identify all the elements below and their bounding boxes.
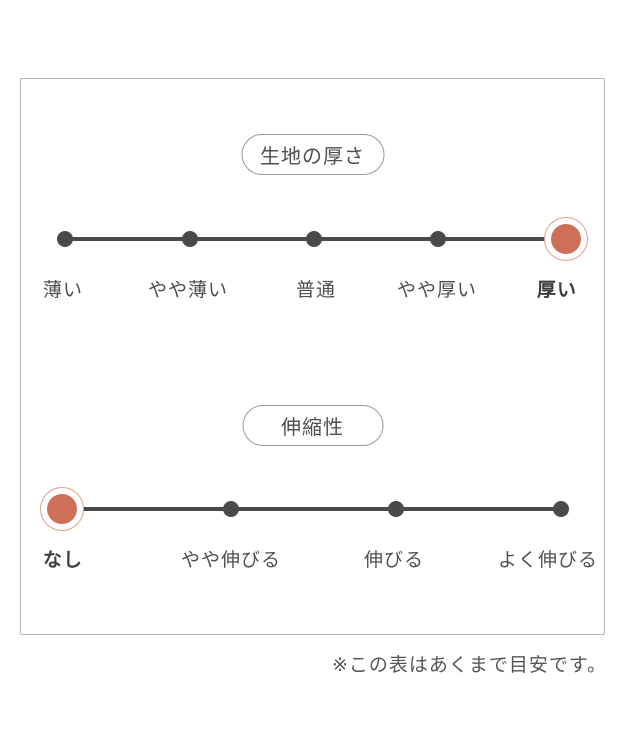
stretch-scale-title: 伸縮性 (242, 405, 383, 446)
thickness-label-2: やや薄い (147, 280, 229, 301)
thickness-point-dot (306, 231, 322, 247)
thickness-point-dot (57, 231, 73, 247)
stretch-title-text: 伸縮性 (281, 417, 344, 439)
disclaimer-note: ※この表はあくまで目安です。 (331, 655, 607, 676)
thickness-label-1: 薄い (42, 280, 84, 301)
thickness-label-5-selected: 厚い (536, 280, 578, 301)
thickness-scale-title: 生地の厚さ (241, 134, 384, 175)
stretch-point-dot (388, 501, 404, 517)
stretch-point-dot (223, 501, 239, 517)
thickness-label-4: やや厚い (396, 280, 478, 301)
selected-point-core (551, 224, 581, 254)
thickness-point-dot (182, 231, 198, 247)
stretch-label-2: やや伸びる (180, 550, 282, 571)
stretch-label-1-selected: なし (42, 550, 84, 571)
attribute-panel: 生地の厚さ 薄い やや薄い 普通 やや厚い 厚い 伸縮性 (20, 78, 605, 635)
thickness-selected-point-marker (544, 217, 588, 261)
stretch-scale-track (62, 507, 562, 511)
thickness-label-3: 普通 (295, 280, 337, 301)
selected-point-core (47, 494, 77, 524)
stretch-selected-point-marker (40, 487, 84, 531)
stretch-label-3: 伸びる (363, 550, 425, 571)
thickness-point-dot (430, 231, 446, 247)
thickness-title-text: 生地の厚さ (260, 146, 365, 168)
stretch-point-dot (553, 501, 569, 517)
stretch-label-4: よく伸びる (497, 550, 599, 571)
